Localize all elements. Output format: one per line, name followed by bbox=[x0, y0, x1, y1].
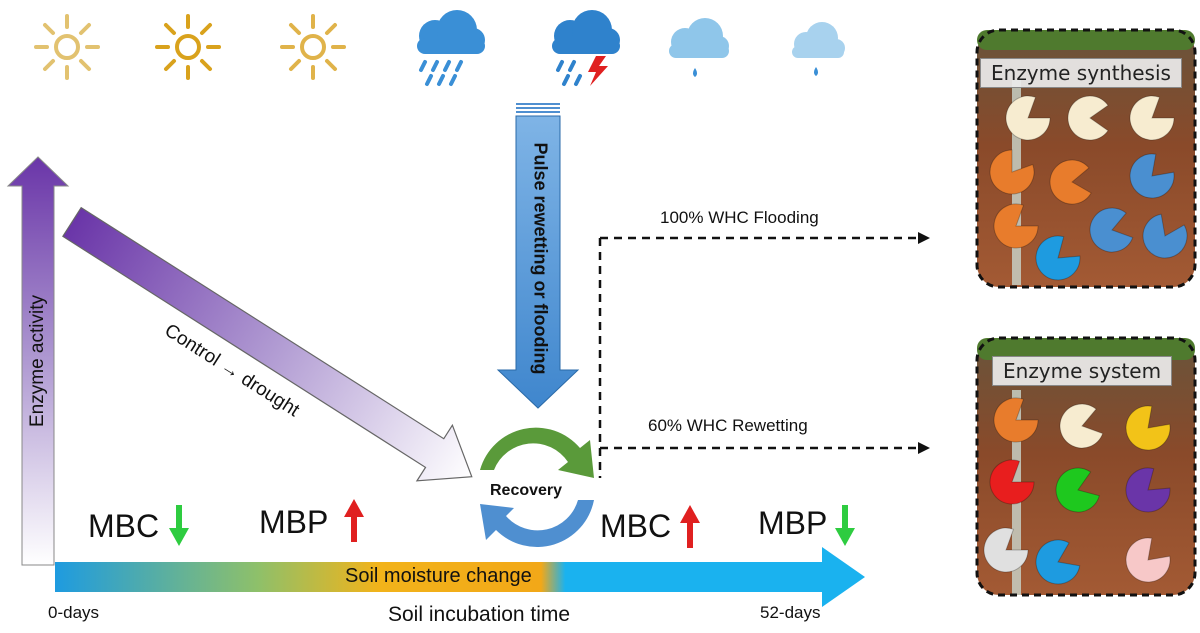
flooding-arrowhead bbox=[918, 232, 930, 244]
treatment-branch-lines bbox=[598, 236, 920, 478]
x-start-label: 0-days bbox=[48, 603, 100, 622]
enzyme-glyph bbox=[1005, 95, 1051, 141]
enzyme-glyph bbox=[1142, 213, 1188, 259]
indicator-arrow-down bbox=[835, 505, 855, 546]
pulse-arrow-label: Pulse rewetting or flooding bbox=[530, 142, 551, 375]
rewetting-arrowhead bbox=[918, 442, 930, 454]
indicator-arrow-up bbox=[680, 505, 700, 548]
indicator-label: MBC bbox=[88, 508, 160, 544]
soil-moisture-arrow bbox=[55, 547, 865, 607]
soil-moisture-label: Soil moisture change bbox=[345, 565, 532, 587]
rain-cloud-icon bbox=[417, 10, 485, 86]
drizzle-cloud-icon bbox=[792, 22, 845, 76]
indicator-arrow-up bbox=[344, 499, 364, 542]
drizzle-cloud-icon bbox=[669, 18, 729, 77]
recovery-cycle-icon bbox=[480, 427, 594, 548]
enzyme-glyph bbox=[1089, 207, 1134, 253]
sun-icon bbox=[280, 14, 346, 80]
pulse-rewetting-arrow bbox=[496, 103, 580, 409]
enzyme-glyph bbox=[983, 527, 1029, 573]
x-axis-label: Soil incubation time bbox=[388, 603, 571, 626]
enzyme-glyph bbox=[989, 459, 1035, 505]
enzyme-glyph bbox=[1049, 159, 1092, 205]
enzyme-glyph bbox=[1129, 95, 1175, 141]
enzyme-glyph bbox=[993, 203, 1039, 249]
enzyme-glyph bbox=[1067, 95, 1109, 141]
enzyme-system-title: Enzyme system bbox=[992, 356, 1173, 386]
indicator-label: MBP bbox=[259, 504, 329, 540]
storm-cloud-icon bbox=[552, 10, 620, 86]
y-axis-label: Enzyme activity bbox=[27, 295, 48, 427]
enzyme-glyph bbox=[993, 397, 1039, 443]
enzyme-system-panel bbox=[975, 336, 1197, 597]
enzyme-glyph bbox=[989, 149, 1035, 195]
enzyme-glyph bbox=[1055, 467, 1100, 513]
enzyme-glyph bbox=[1035, 235, 1081, 281]
enzyme-synthesis-panel bbox=[975, 28, 1197, 289]
recovery-label: Recovery bbox=[490, 482, 563, 499]
flooding-label: 100% WHC Flooding bbox=[660, 208, 819, 227]
drought-arrow bbox=[62, 206, 473, 482]
x-end-label: 52-days bbox=[760, 603, 821, 622]
indicator-arrow-down bbox=[169, 505, 189, 546]
enzyme-glyph bbox=[1125, 467, 1171, 513]
enzyme-glyph bbox=[1129, 153, 1175, 199]
indicator-label: MBC bbox=[600, 508, 672, 544]
enzyme-glyph bbox=[1125, 405, 1171, 451]
enzyme-glyph bbox=[1125, 537, 1171, 583]
indicator-label: MBP bbox=[758, 505, 828, 541]
sun-icon bbox=[155, 14, 221, 80]
enzyme-activity-axis-arrow bbox=[6, 156, 70, 566]
enzyme-glyph bbox=[1059, 403, 1104, 449]
enzyme-synthesis-title: Enzyme synthesis bbox=[980, 58, 1182, 88]
sun-icon bbox=[34, 14, 100, 80]
enzyme-glyph bbox=[1035, 539, 1081, 585]
rewetting-label: 60% WHC Rewetting bbox=[648, 416, 808, 435]
